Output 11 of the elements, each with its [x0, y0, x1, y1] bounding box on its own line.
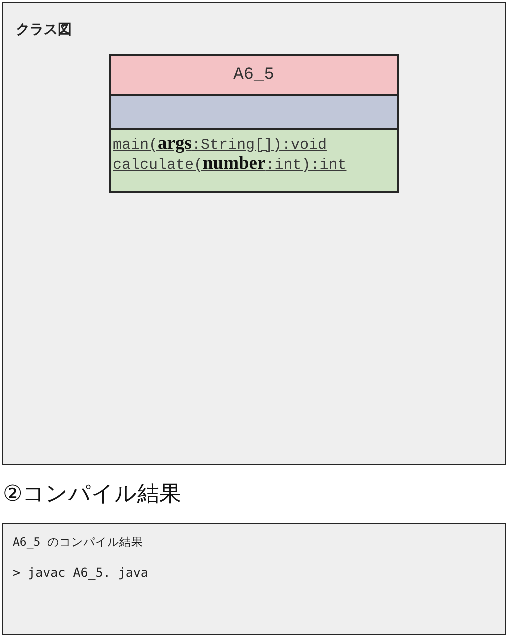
output-panel — [2, 523, 506, 635]
method-signature: main(args:String[]):void — [113, 134, 327, 156]
output-heading: A6_5 のコンパイル結果 — [13, 535, 144, 549]
method-signature: calculate(number:int):int — [113, 154, 347, 176]
methods-box — [109, 128, 399, 193]
command-line: > javac A6_5. java — [13, 565, 148, 581]
diagram-panel — [2, 2, 506, 465]
section-heading: ②コンパイル結果 — [3, 481, 182, 509]
class-name-box: A6_5 — [109, 54, 399, 96]
panel-heading: クラス図 — [16, 21, 72, 39]
attributes-box — [109, 94, 399, 130]
